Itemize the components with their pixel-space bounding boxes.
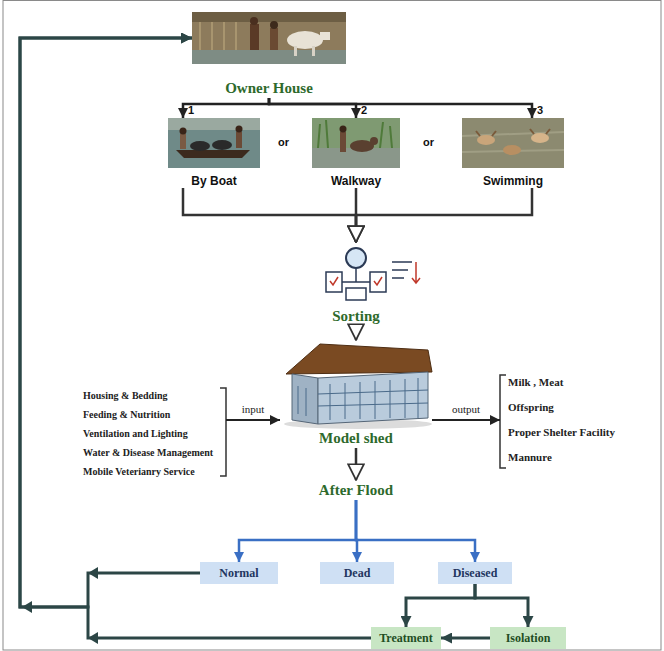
edge-label: input: [240, 403, 267, 415]
node-text: Walkway: [331, 174, 381, 188]
node-text: Owner House: [225, 80, 313, 98]
photo-node: Swimming: [462, 118, 564, 188]
connector-word: or: [278, 136, 289, 148]
connector-arrow: [183, 98, 269, 118]
action-box: Treatment: [371, 627, 441, 649]
connector-arrow: [239, 500, 356, 562]
shed-node: Model shed: [280, 340, 432, 448]
node-text: After Flood: [319, 482, 393, 499]
photo-node: Walkway: [312, 118, 400, 188]
node-text: Sorting: [332, 308, 380, 326]
node-text: Normal: [219, 566, 258, 581]
node-text: Offspring: [508, 395, 554, 420]
frame: [3, 1, 661, 651]
callout-number: 1: [188, 104, 194, 116]
node-text: Isolation: [506, 631, 551, 646]
input-list: Housing & BeddingFeeding & NutritionVent…: [80, 386, 226, 482]
callout-number: 2: [361, 104, 367, 116]
connector-arrow: [356, 500, 475, 562]
node-text: Swimming: [483, 174, 543, 188]
node-text: By Boat: [191, 174, 236, 188]
callout-number: 3: [537, 104, 543, 116]
node-text: Dead: [344, 566, 371, 581]
photo-node: Owner House: [192, 12, 346, 98]
status-box: Diseased: [438, 562, 512, 584]
connector-arrow: [356, 188, 532, 242]
status-box: Normal: [200, 562, 278, 584]
connector-arrow: [269, 98, 356, 118]
output-list: Milk , MeatOffspringProper Shelter Facil…: [500, 370, 650, 474]
icon-node: Sorting: [296, 242, 416, 326]
photo-node: By Boat: [168, 118, 260, 188]
node-text: Milk , Meat: [508, 370, 563, 395]
owner-house-photo: [192, 12, 346, 64]
node-text: Feeding & Nutrition: [83, 405, 170, 424]
model-shed-illustration: [284, 344, 432, 429]
connector-arrow: [226, 419, 280, 421]
connector-arrow: [20, 38, 200, 607]
node-text: Diseased: [453, 566, 498, 581]
stage-label: After Flood: [306, 480, 406, 500]
node-text: Water & Disease Management: [83, 443, 213, 462]
status-box: Dead: [320, 562, 394, 584]
connector-arrow: [406, 584, 475, 627]
connector-arrow: [432, 419, 500, 421]
bracket: [220, 375, 506, 476]
boat-photo: [168, 118, 260, 168]
node-text: Mobile Veterianry Service: [83, 462, 195, 481]
swimming-photo: [462, 118, 564, 168]
edge-label: output: [450, 403, 482, 415]
node-text: Mannure: [508, 445, 552, 470]
node-text: Housing & Bedding: [83, 386, 167, 405]
connector-arrow: [475, 584, 528, 627]
action-box: Isolation: [490, 627, 566, 649]
node-text: Treatment: [379, 631, 433, 646]
node-text: Ventilation and Lighting: [83, 424, 188, 443]
node-text: Model shed: [319, 430, 393, 448]
connector-arrow: [441, 637, 490, 640]
connector-arrow: [355, 448, 358, 480]
connector-arrow: [20, 38, 371, 638]
sorting-icon: [326, 248, 420, 300]
connector-arrow: [183, 188, 356, 242]
node-text: Proper Shelter Facility: [508, 420, 615, 445]
connector-word: or: [423, 136, 434, 148]
connector-arrow: [355, 326, 358, 340]
walkway-photo: [312, 118, 400, 168]
connector-arrow: [269, 98, 532, 118]
